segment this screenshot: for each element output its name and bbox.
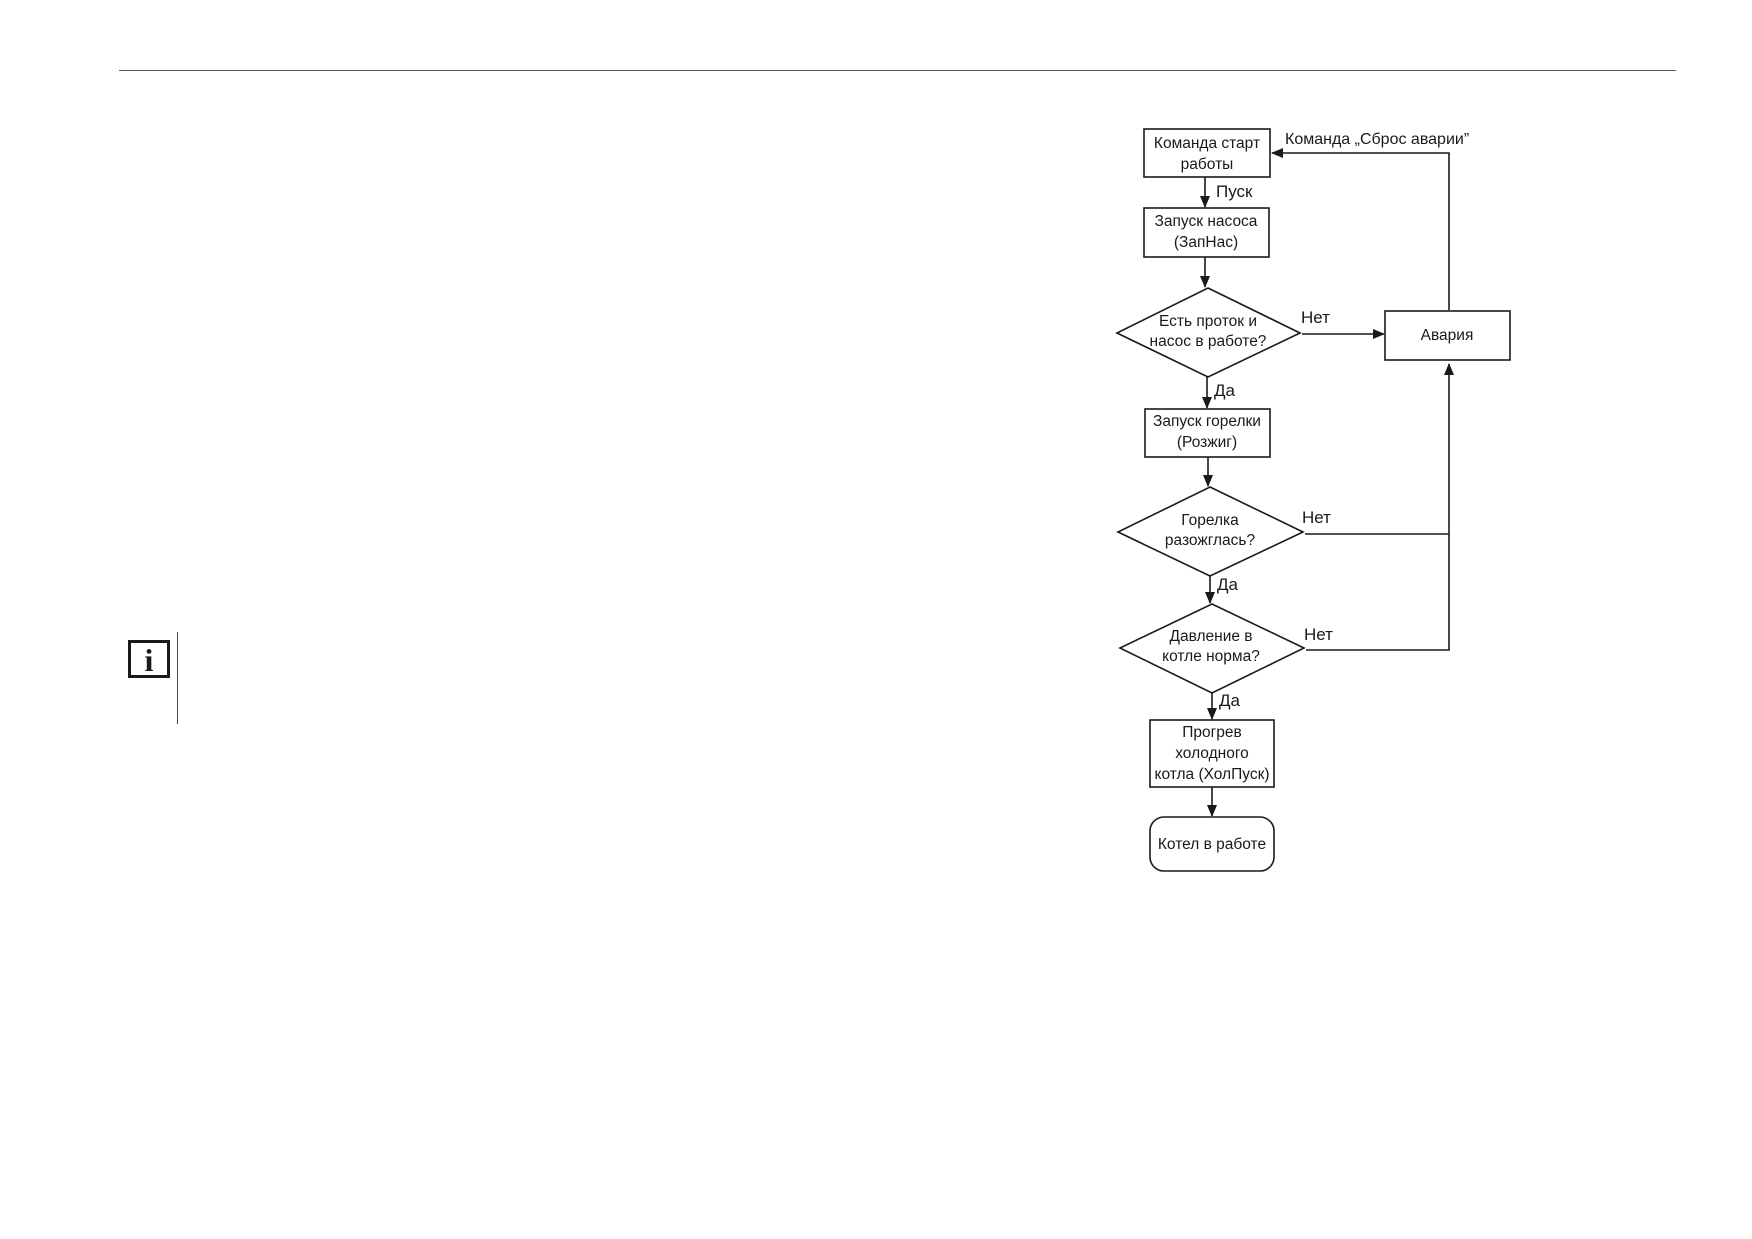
edge-reset: [1271, 148, 1450, 310]
node-warmup-line2: холодного: [1175, 745, 1249, 762]
header-rule: [119, 70, 1676, 71]
connectors: [1200, 148, 1454, 817]
decision-pressure-line1: Давление в: [1169, 628, 1252, 645]
label-reset: Команда „Сброс аварии”: [1285, 131, 1469, 148]
node-alarm: Авария: [1384, 310, 1511, 361]
decision-ignite-line2: разожглась?: [1165, 532, 1256, 549]
label-pressure-no: Нет: [1304, 625, 1333, 644]
node-burner-line1: Запуск горелки: [1153, 413, 1261, 430]
edge-labels: Пуск Команда „Сброс аварии” Нет Да Нет Д…: [1214, 131, 1469, 710]
decision-flow-line1: Есть проток и: [1159, 313, 1257, 330]
node-warmup: Прогрев холодного котла (ХолПуск): [1149, 719, 1275, 788]
node-start-line1: Команда старт: [1154, 135, 1260, 152]
decision-flow: Есть проток и насос в работе?: [1115, 287, 1302, 378]
node-pump: Запуск насоса (ЗапНас): [1143, 207, 1270, 258]
label-ignite-no: Нет: [1302, 508, 1331, 527]
node-start-line2: работы: [1181, 156, 1234, 173]
node-burner: Запуск горелки (Розжиг): [1144, 408, 1271, 458]
node-warmup-line3: котла (ХолПуск): [1154, 766, 1269, 783]
label-flow-yes: Да: [1214, 381, 1236, 400]
decision-pressure-line2: котле норма?: [1162, 648, 1260, 665]
info-note-divider: [177, 632, 178, 724]
node-burner-line2: (Розжиг): [1177, 434, 1237, 451]
decision-ignite: Горелка разожглась?: [1116, 486, 1305, 577]
decision-flow-line2: насос в работе?: [1150, 333, 1267, 350]
node-warmup-line1: Прогрев: [1182, 724, 1242, 741]
node-running-label: Котел в работе: [1158, 836, 1266, 853]
node-alarm-label: Авария: [1421, 327, 1474, 344]
info-icon: i: [128, 640, 170, 678]
label-ignite-yes: Да: [1217, 575, 1239, 594]
node-running: Котел в работе: [1149, 816, 1275, 872]
node-pump-line2: (ЗапНас): [1174, 234, 1238, 251]
decision-pressure: Давление в котле норма?: [1118, 603, 1306, 694]
edge-pressure-no: [1306, 363, 1454, 651]
info-icon-glyph: i: [145, 642, 154, 678]
node-pump-line1: Запуск насоса: [1155, 213, 1258, 230]
node-start: Команда старт работы: [1143, 128, 1271, 178]
label-flow-no: Нет: [1301, 308, 1330, 327]
decision-ignite-line1: Горелка: [1181, 512, 1239, 529]
label-pressure-yes: Да: [1219, 691, 1241, 710]
info-note: i: [124, 632, 184, 728]
label-start-to-pump: Пуск: [1216, 182, 1253, 201]
